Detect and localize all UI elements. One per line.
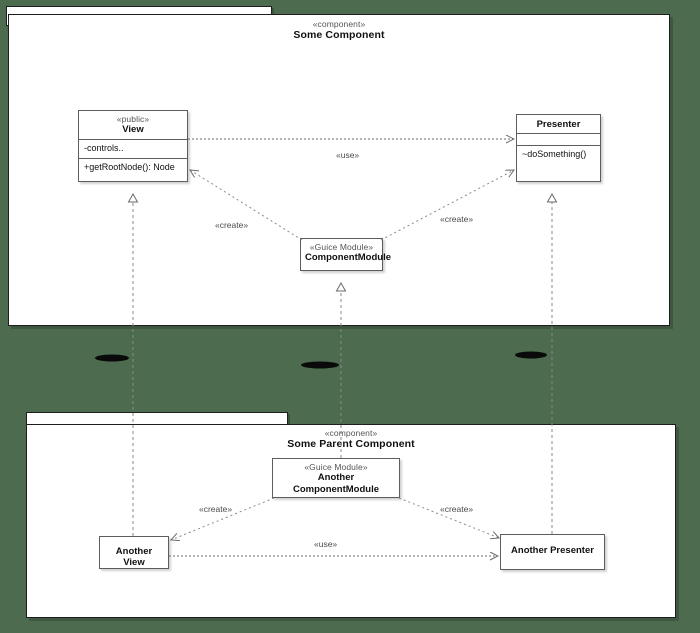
class-another-component-module-stereotype: «Guice Module»: [304, 462, 368, 472]
connector-module-create-presenter: [380, 170, 514, 241]
class-view-operations: +getRootNode(): Node: [84, 161, 175, 172]
class-component-module-name: ComponentModule: [305, 252, 392, 264]
class-view-attributes: -controls..: [84, 142, 124, 153]
class-view-header: «public» View: [79, 111, 187, 139]
class-another-presenter-header: Another Presenter: [501, 535, 604, 559]
class-presenter-name: Presenter: [536, 119, 581, 130]
class-another-component-module-header: «Guice Module» Another ComponentModule: [273, 459, 399, 498]
class-view-separator-1: [79, 138, 187, 140]
class-presenter[interactable]: Presenter ~doSomething(): [516, 114, 601, 182]
connector-another-module-create-presenter: [398, 497, 499, 538]
class-component-module-stereotype: «Guice Module»: [309, 242, 374, 252]
class-another-view-name: Another View: [115, 546, 153, 569]
class-presenter-separator-2: [517, 145, 600, 147]
class-another-view[interactable]: Another View: [99, 536, 169, 569]
connector-module-create-view: [190, 170, 303, 241]
port-marker-presenter: [515, 351, 547, 359]
class-view-name: View: [122, 124, 144, 136]
class-component-module[interactable]: «Guice Module» ComponentModule: [300, 238, 392, 271]
class-view-separator-2: [79, 157, 187, 159]
port-marker-module: [301, 361, 339, 369]
class-presenter-separator-1: [517, 133, 600, 135]
class-another-presenter-name: Another Presenter: [511, 545, 594, 556]
class-another-component-module[interactable]: «Guice Module» Another ComponentModule: [272, 458, 400, 498]
class-view-stereotype: «public»: [116, 114, 150, 124]
connector-another-module-create-view: [171, 497, 275, 540]
port-marker-view: [95, 354, 129, 362]
component-some-parent-component[interactable]: «component» Some Parent Component: [26, 424, 676, 618]
class-another-component-module-name: Another ComponentModule: [292, 472, 379, 495]
class-component-module-header: «Guice Module» ComponentModule: [301, 239, 392, 267]
class-presenter-header: Presenter: [517, 115, 600, 133]
class-another-view-header: Another View: [100, 537, 168, 572]
class-view[interactable]: «public» View -controls.. +getRootNode()…: [78, 110, 188, 182]
class-presenter-operations: ~doSomething(): [522, 149, 587, 160]
class-another-presenter[interactable]: Another Presenter: [500, 534, 605, 570]
